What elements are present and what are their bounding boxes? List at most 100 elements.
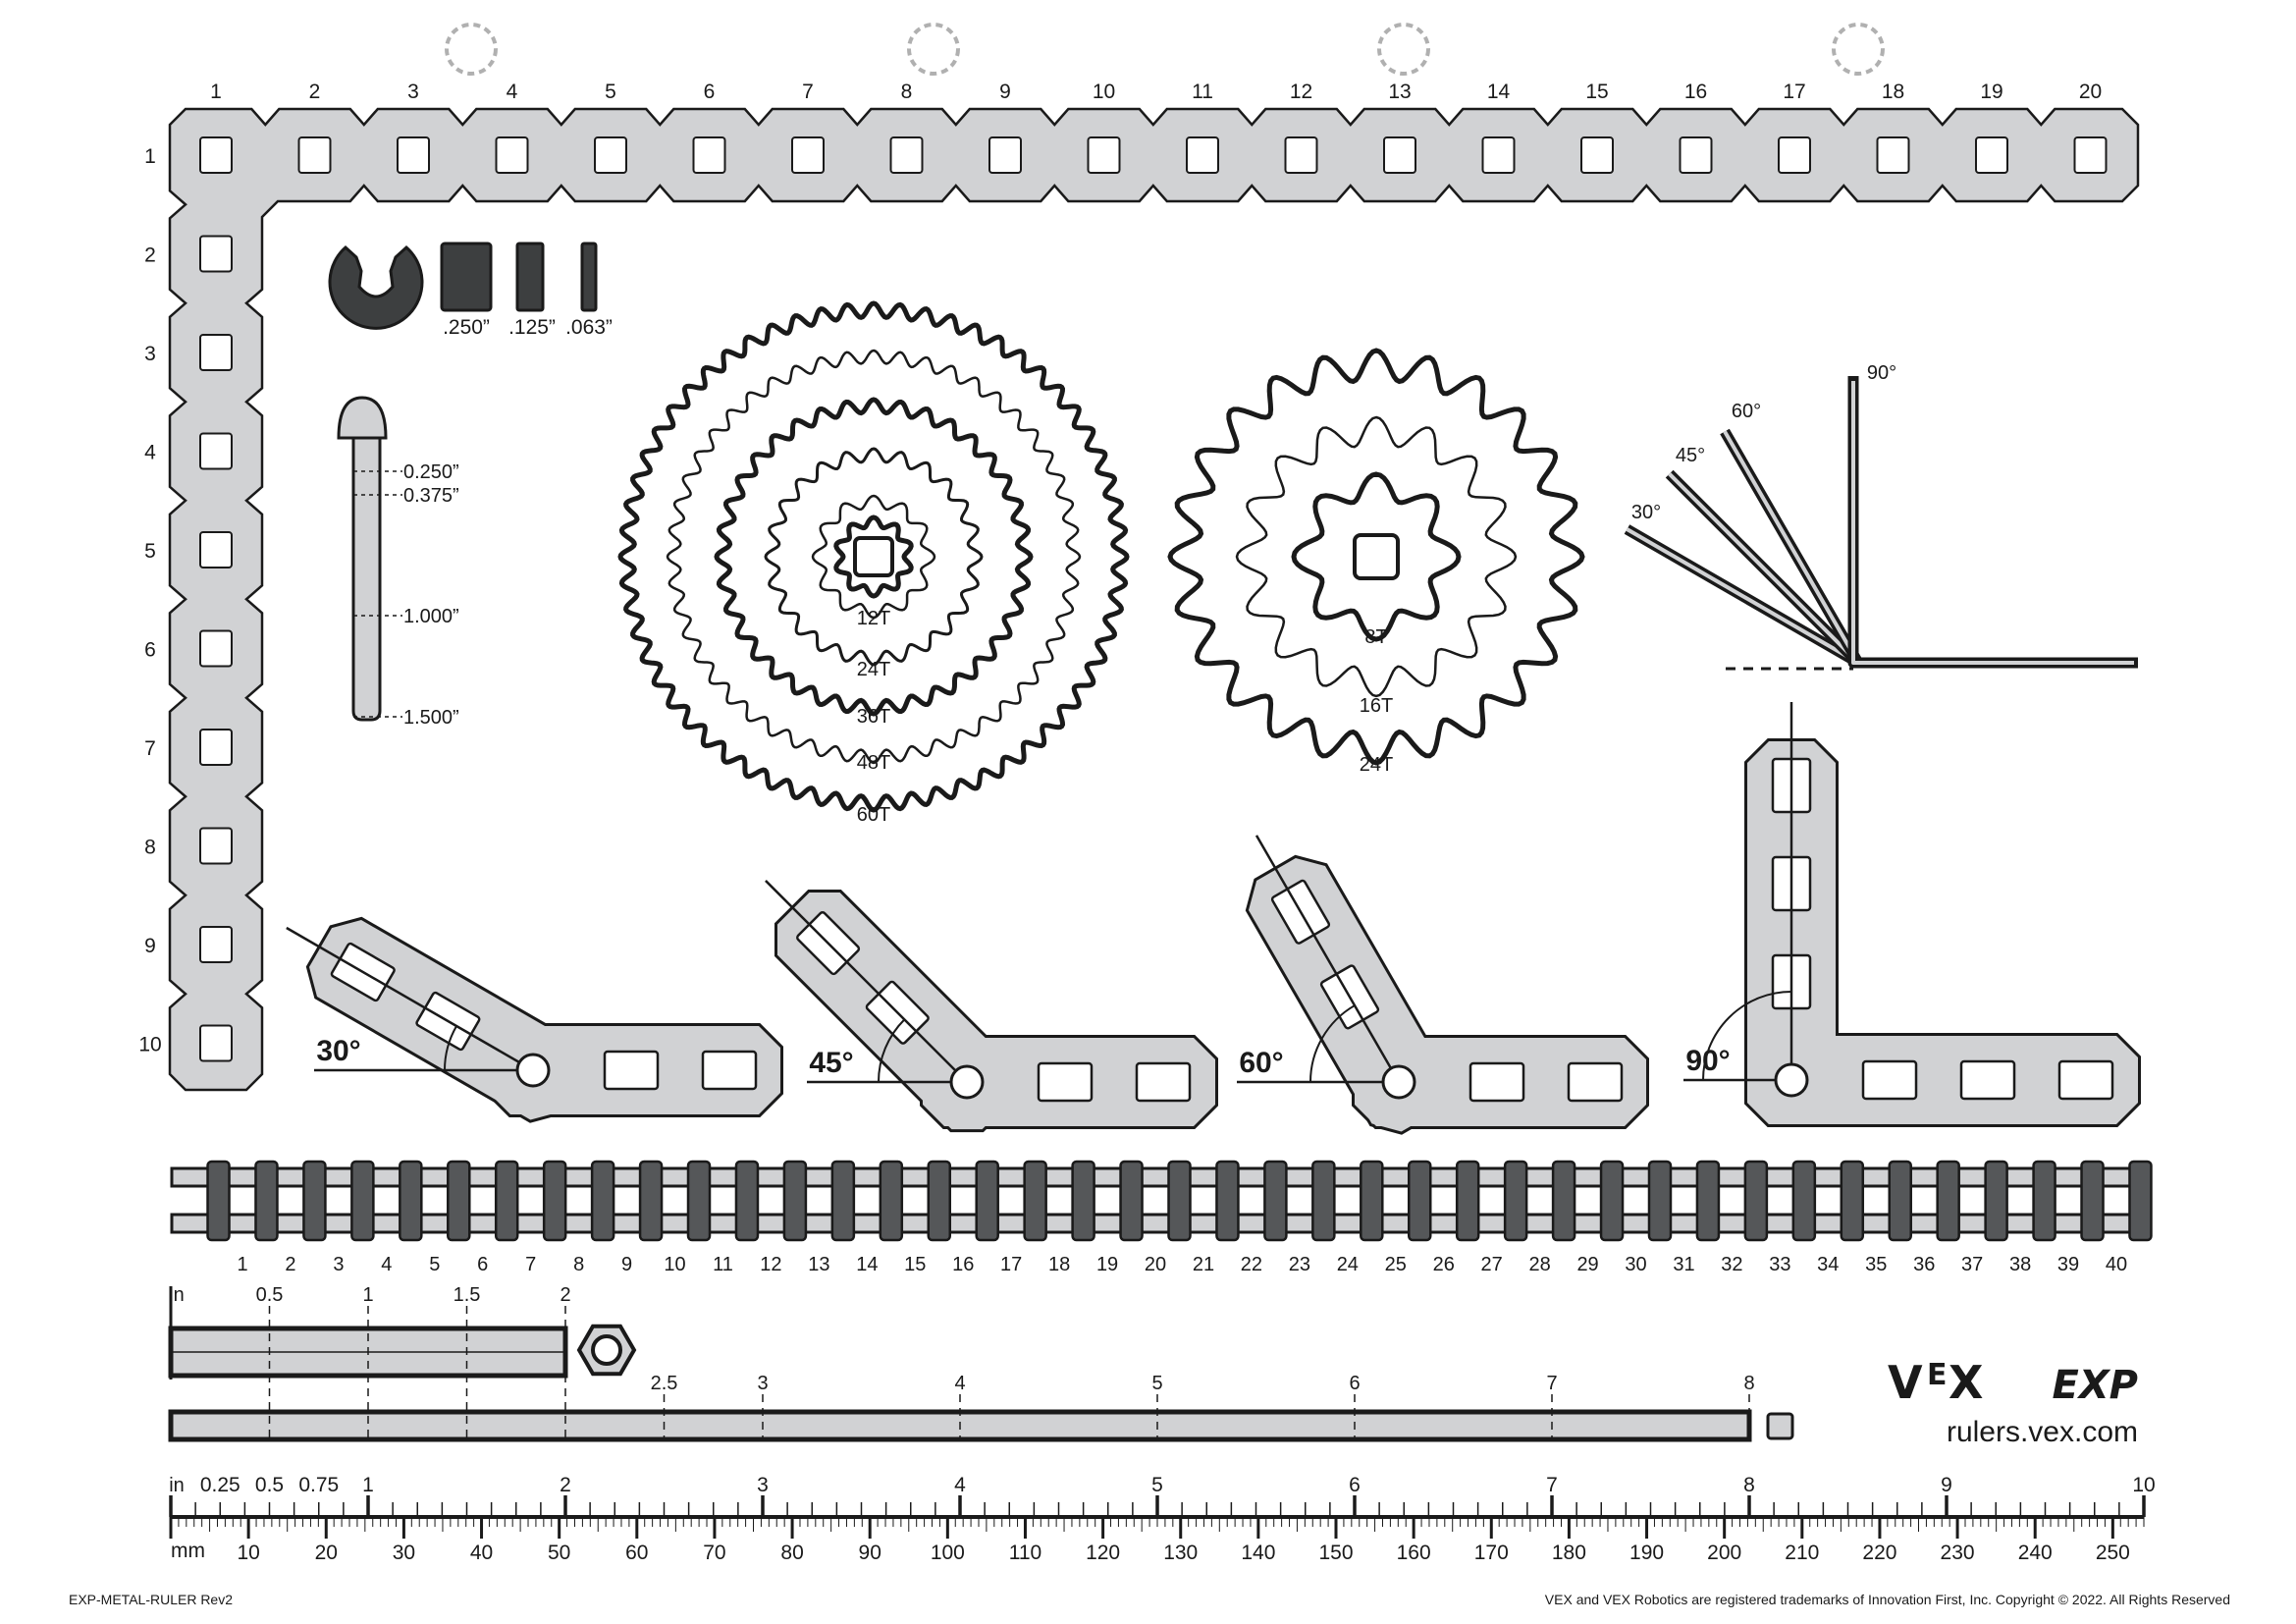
bracket-base-fill [1747, 1036, 2138, 1124]
column-label: 11 [1192, 81, 1213, 103]
sprocket-8t-outline [1291, 471, 1462, 642]
mm-label: 30 [393, 1542, 415, 1564]
slot-hole [1861, 1059, 1918, 1101]
chain-link-plate [494, 1160, 519, 1242]
angle-bar-fill [1851, 381, 2134, 665]
column-label: 15 [1585, 81, 1608, 103]
chain-link-label: 34 [1817, 1254, 1839, 1275]
column-label: 7 [802, 81, 814, 103]
chain-link-label: 39 [2057, 1254, 2079, 1275]
inch-label: 9 [1941, 1474, 1952, 1496]
square-hole [1284, 136, 1318, 174]
mm-label: 170 [1474, 1542, 1509, 1564]
chain-link-label: 32 [1721, 1254, 1742, 1275]
square-hole [1580, 136, 1614, 174]
chain-link-label: 23 [1289, 1254, 1310, 1275]
mm-label: 180 [1552, 1542, 1586, 1564]
square-hole [199, 334, 233, 371]
chain-link-plate [1888, 1160, 1912, 1242]
square-hole [2073, 136, 2108, 174]
row-label: 7 [144, 737, 156, 760]
row-label: 5 [144, 540, 156, 563]
gear-hub-outline [833, 514, 914, 599]
column-label: 17 [1783, 81, 1805, 103]
logo-letter-e: E [1927, 1358, 1948, 1392]
footer-copyright: VEX and VEX Robotics are registered trad… [1545, 1592, 2230, 1607]
square-hole [199, 926, 233, 963]
chain-link-label: 27 [1481, 1254, 1503, 1275]
logo-letter-x: X [1949, 1356, 1983, 1409]
square-hole [1481, 136, 1516, 174]
square-hole [199, 729, 233, 766]
gear-label: 24T [857, 659, 890, 680]
chain-link-plate [590, 1160, 615, 1242]
column-label: 4 [507, 81, 518, 103]
chain-link-label: 28 [1528, 1254, 1550, 1275]
bracket-30: 30° [286, 916, 783, 1123]
chain-link-plate [1743, 1160, 1769, 1242]
column-label: 16 [1684, 81, 1707, 103]
pivot-hole [949, 1064, 985, 1100]
mm-label: 210 [1785, 1542, 1819, 1564]
chain-link-label: 19 [1096, 1254, 1118, 1275]
square-hole [1975, 136, 2008, 174]
chain-link-plate [927, 1160, 952, 1242]
e-clip-icon [328, 244, 424, 330]
chain-link-plate [1071, 1160, 1095, 1242]
square-hole [199, 629, 233, 668]
column-label: 19 [1980, 81, 2002, 103]
angle-bar-fill [1626, 527, 1859, 665]
shaft-ruler-label: 2.5 [651, 1373, 678, 1394]
shaft-ruler-label: 7 [1546, 1373, 1557, 1394]
shaft-ruler-label: 1.5 [454, 1284, 481, 1306]
website-url[interactable]: rulers.vex.com [1947, 1416, 2138, 1448]
chain-link-plate [1263, 1160, 1288, 1242]
sprocket-label: 16T [1360, 695, 1393, 717]
shaft-ruler-label: 0.5 [256, 1284, 284, 1306]
inch-label: 6 [1349, 1474, 1361, 1496]
guide-circle [907, 23, 960, 76]
chain-link-label: 12 [760, 1254, 781, 1275]
logo-exp: EXP [2053, 1363, 2138, 1408]
chain-link-label: 38 [2009, 1254, 2031, 1275]
square-hole [988, 136, 1022, 174]
column-label: 6 [704, 81, 716, 103]
sprocket-16t-outline [1235, 415, 1518, 698]
square-hole [1778, 136, 1811, 174]
row-label: 8 [144, 837, 156, 859]
gear-label: 12T [857, 608, 890, 629]
gear-label: 60T [857, 804, 890, 826]
bracket-angle-label: 30° [316, 1035, 360, 1067]
row-label: 3 [144, 343, 156, 365]
spacer-label: .250” [443, 316, 490, 339]
column-label: 9 [999, 81, 1011, 103]
angle-arc [1702, 991, 1792, 1081]
square-hole [397, 136, 430, 174]
chain-link-plate [2032, 1160, 2056, 1242]
mm-label: 240 [2018, 1542, 2053, 1564]
gear-60t-outline [617, 300, 1130, 813]
chain-link-label: 40 [2106, 1254, 2127, 1275]
inch-label: 4 [954, 1474, 966, 1496]
chain-link-plate [1551, 1160, 1576, 1242]
slot-hole [1135, 1061, 1192, 1103]
square-hole [889, 136, 924, 174]
inch-label: 0.75 [298, 1474, 339, 1496]
row-label: 10 [138, 1034, 161, 1056]
square-hole [495, 136, 529, 174]
chain-link-label: 37 [1961, 1254, 1983, 1275]
slot-hole [1567, 1061, 1624, 1103]
chain-link-plate [2080, 1160, 2105, 1242]
unit-label: in [169, 1284, 185, 1306]
square-hole [1383, 136, 1416, 174]
slot-hole [1037, 1061, 1094, 1103]
column-label: 14 [1487, 81, 1511, 103]
angle-label: 45° [1676, 445, 1705, 466]
spacer-250 [440, 242, 493, 312]
shaft-ruler-label: 2 [560, 1284, 570, 1306]
chain-link-label: 13 [808, 1254, 829, 1275]
chain-link-label: 22 [1241, 1254, 1262, 1275]
